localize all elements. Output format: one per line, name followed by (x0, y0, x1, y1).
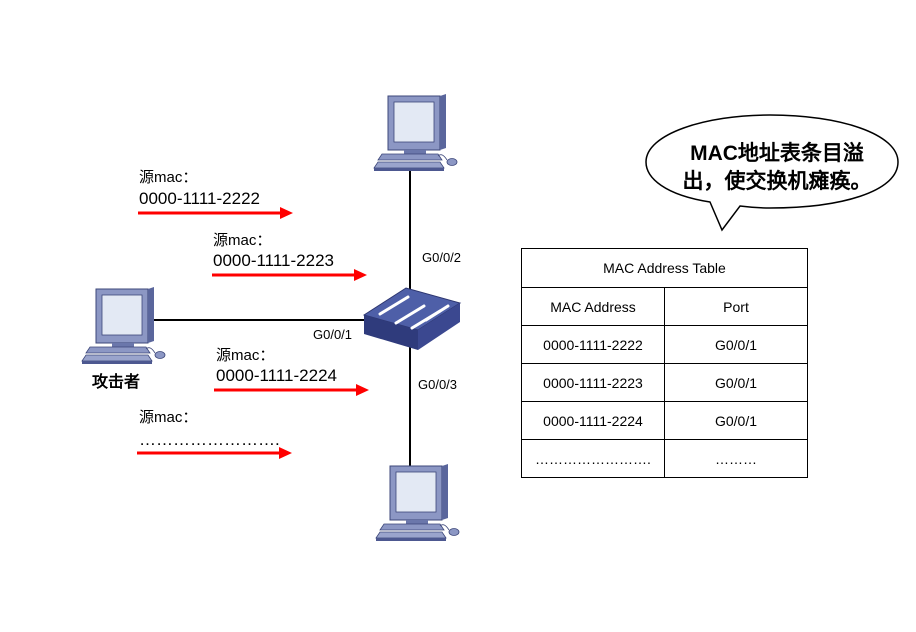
src-mac-value: 0000-1111-2224 (216, 366, 337, 385)
src-mac-value: 0000-1111-2223 (213, 251, 334, 270)
attacker-label: 攻击者 (92, 374, 141, 391)
callout-line-2: 出，使交换机瘫痪。 (682, 170, 872, 193)
arrow-icon (212, 269, 367, 281)
pc-icon (375, 463, 460, 542)
column-header-port: Port (664, 287, 808, 326)
callout-text: MAC地址表条目溢 出，使交换机瘫痪。 (662, 140, 892, 196)
src-mac-value: ……………………. (139, 430, 280, 449)
src-mac-title: 源mac： (139, 169, 198, 186)
mac-address-table: MAC Address Table MAC Address Port 0000-… (521, 248, 808, 478)
port-label-g3: G0/0/3 (418, 377, 458, 392)
pc-icon (81, 286, 166, 365)
mac-cell: ……………………. (521, 439, 665, 478)
table-row: 0000-1111-2222 G0/0/1 (521, 325, 808, 364)
port-cell: G0/0/1 (664, 401, 808, 440)
pc-icon (373, 93, 458, 172)
callout-line-1: MAC地址表条目溢 (690, 142, 864, 165)
table-row: 0000-1111-2223 G0/0/1 (521, 363, 808, 402)
src-mac-title: 源mac： (216, 347, 275, 364)
table-title: MAC Address Table (521, 248, 808, 288)
mac-cell: 0000-1111-2222 (521, 325, 665, 364)
table-row: ……………………. ……… (521, 439, 808, 478)
switch-icon (362, 287, 462, 350)
arrow-icon (138, 207, 293, 219)
table-row: 0000-1111-2224 G0/0/1 (521, 401, 808, 440)
src-mac-title: 源mac： (213, 232, 272, 249)
column-header-mac: MAC Address (521, 287, 665, 326)
port-label-g2: G0/0/2 (422, 250, 462, 265)
speech-bubble-icon (645, 114, 899, 232)
port-cell: G0/0/1 (664, 363, 808, 402)
port-cell: G0/0/1 (664, 325, 808, 364)
port-label-g1: G0/0/1 (313, 327, 353, 342)
table-header-row: MAC Address Port (521, 287, 808, 326)
mac-cell: 0000-1111-2223 (521, 363, 665, 402)
mac-cell: 0000-1111-2224 (521, 401, 665, 440)
src-mac-title: 源mac： (139, 409, 198, 426)
arrow-icon (137, 447, 292, 459)
port-cell: ……… (664, 439, 808, 478)
arrow-icon (214, 384, 369, 396)
src-mac-value: 0000-1111-2222 (139, 189, 260, 208)
